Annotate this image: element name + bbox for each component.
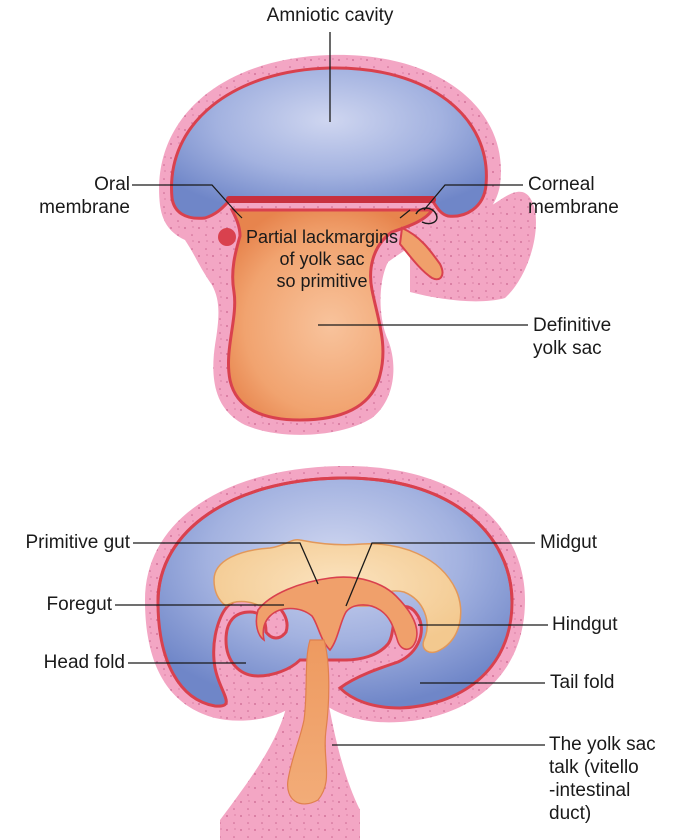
top-embryo [159, 54, 536, 435]
top-cardiac-bulge [218, 228, 236, 246]
label-head-fold: Head fold [43, 652, 125, 673]
bottom-leader-lines [115, 542, 548, 746]
label-tail-fold: Tail fold [550, 672, 615, 693]
label-oral-membrane: Oral membrane [39, 174, 130, 218]
label-midgut: Midgut [540, 532, 598, 553]
corneal-arrow [399, 209, 411, 219]
leader-oral [132, 184, 237, 213]
label-corneal-membrane: Corneal membrane [528, 174, 619, 218]
top-allantois [398, 226, 444, 281]
amniotic-cavity-shape [170, 66, 488, 220]
label-definitive-yolk-sac: Definitive yolk sac [533, 315, 612, 359]
label-yolk-stalk: The yolk sac talk (vitello -intestinal d… [549, 734, 656, 824]
leader-corneal [423, 184, 523, 211]
bottom-embryo [145, 465, 525, 840]
vitelline-duct-shape [287, 639, 330, 805]
label-amniotic-cavity: Amniotic cavity [266, 5, 394, 26]
label-partial-lack-margins: Partial lackmargins of yolk sac so primi… [245, 227, 399, 291]
label-primitive-gut: Primitive gut [25, 532, 130, 553]
leader-midgut [345, 542, 535, 607]
leader-primitive-gut [133, 542, 319, 585]
gut-tube-shape [255, 576, 418, 652]
embryonic-disc [226, 196, 436, 203]
corneal-membrane-loop [415, 207, 438, 225]
label-foregut: Foregut [46, 594, 112, 615]
definitive-yolk-sac-shape [226, 208, 435, 422]
label-hindgut: Hindgut [552, 614, 618, 635]
top-leader-lines [132, 32, 528, 326]
